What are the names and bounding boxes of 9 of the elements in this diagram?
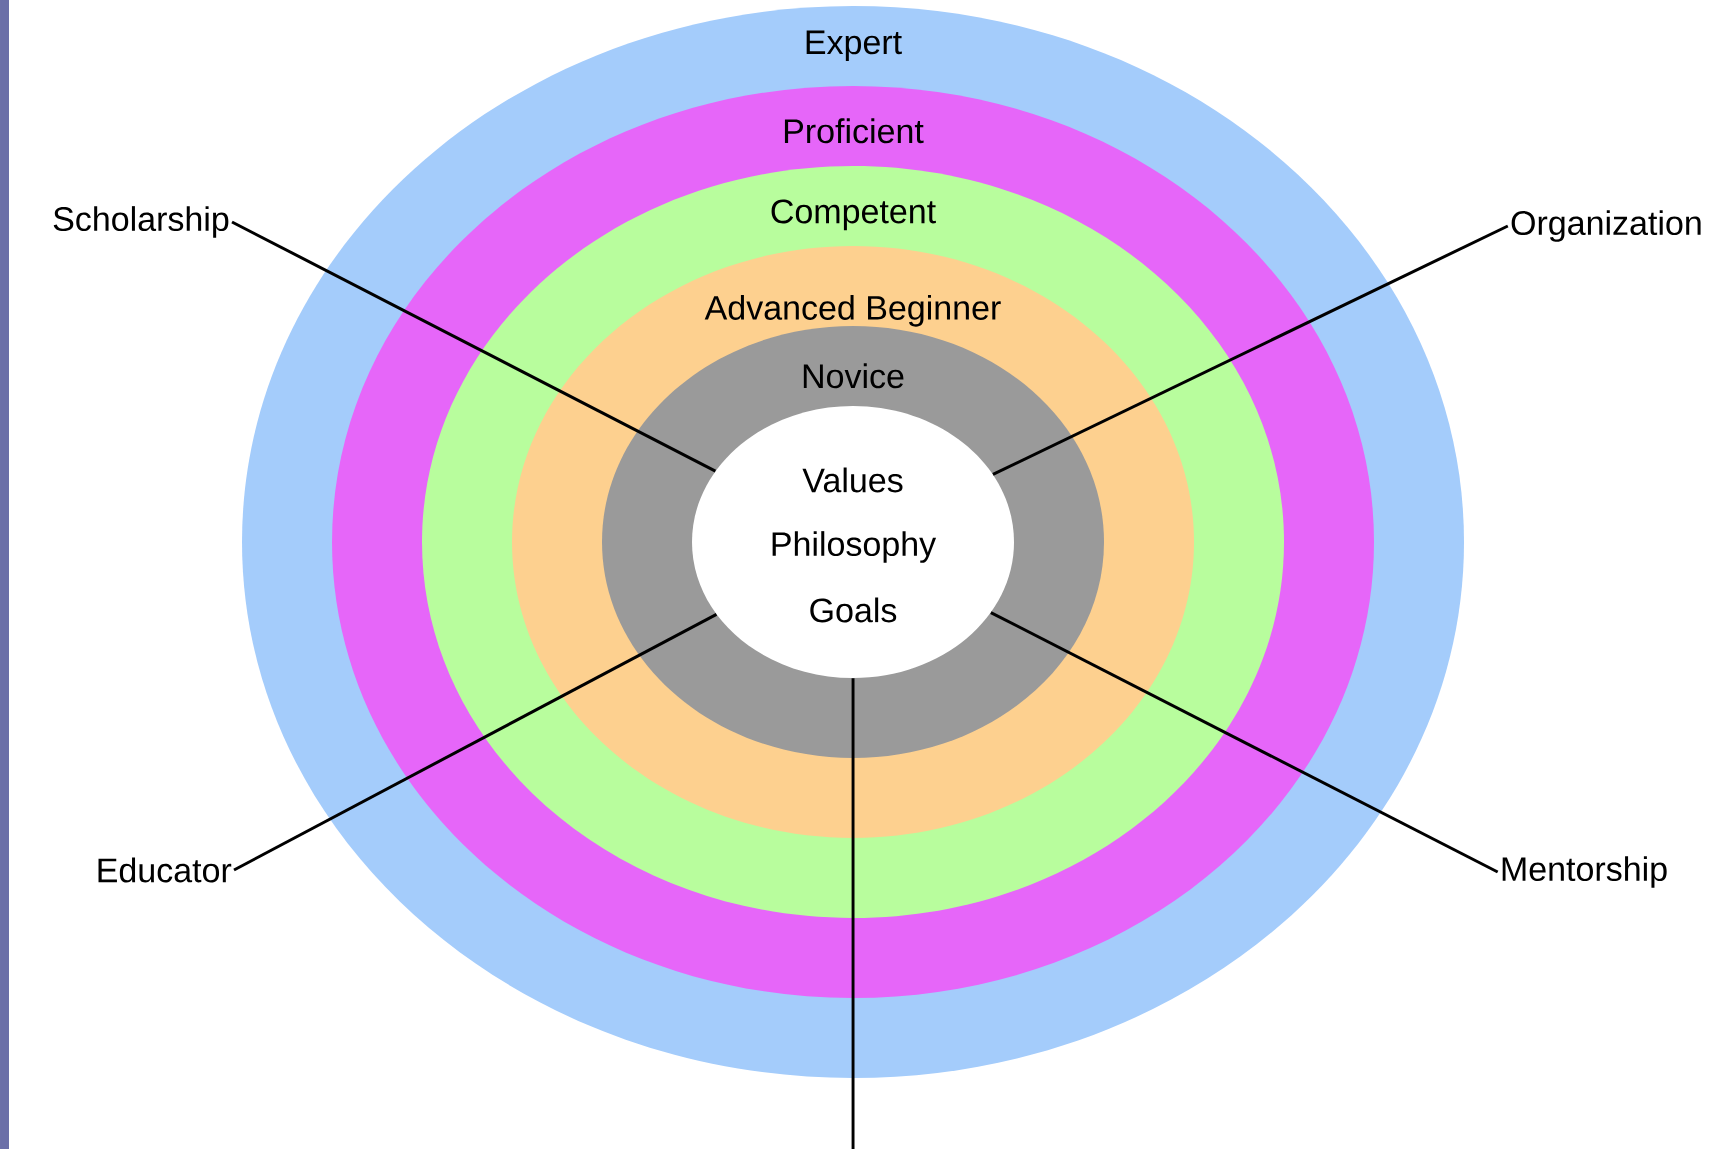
- spoke-label: Organization: [1511, 210, 1701, 242]
- spoke-line: [231, 220, 717, 473]
- spoke-label: Educator: [98, 857, 232, 883]
- spoke-label: Mentorship: [1502, 856, 1667, 888]
- spoke-line: [233, 613, 718, 872]
- spoke-line: [990, 611, 1499, 874]
- spoke-label: Scholarship: [53, 206, 229, 238]
- spoke-line: [851, 678, 855, 1149]
- spoke-line: [992, 224, 1509, 476]
